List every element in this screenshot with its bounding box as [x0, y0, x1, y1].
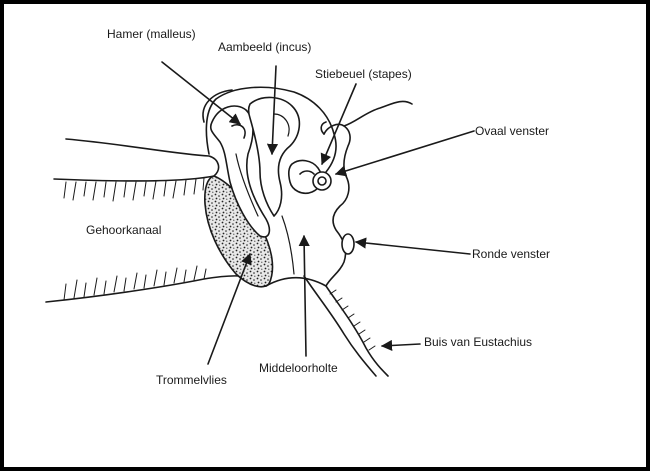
label-oval-window: Ovaal venster	[475, 124, 549, 138]
oval-window-pointer	[336, 131, 474, 174]
label-incus: Aambeeld (incus)	[218, 40, 311, 54]
label-eardrum: Trommelvlies	[156, 373, 227, 387]
label-middle-ear-cavity: Middeloorholte	[259, 361, 338, 375]
round-window-pointer	[356, 242, 470, 254]
ear-canal-upper-wall	[54, 139, 219, 181]
round-window-shape	[342, 234, 354, 254]
label-stapes: Stiebeuel (stapes)	[315, 67, 412, 81]
stapes-pointer	[322, 84, 356, 164]
label-ear-canal: Gehoorkanaal	[86, 223, 161, 237]
label-eustachian-tube: Buis van Eustachius	[424, 335, 532, 349]
eustachian-pointer	[382, 344, 420, 346]
eardrum-pointer	[208, 254, 250, 364]
label-malleus: Hamer (malleus)	[107, 27, 196, 41]
label-round-window: Ronde venster	[472, 247, 550, 261]
middle-ear-pointer	[304, 236, 306, 356]
